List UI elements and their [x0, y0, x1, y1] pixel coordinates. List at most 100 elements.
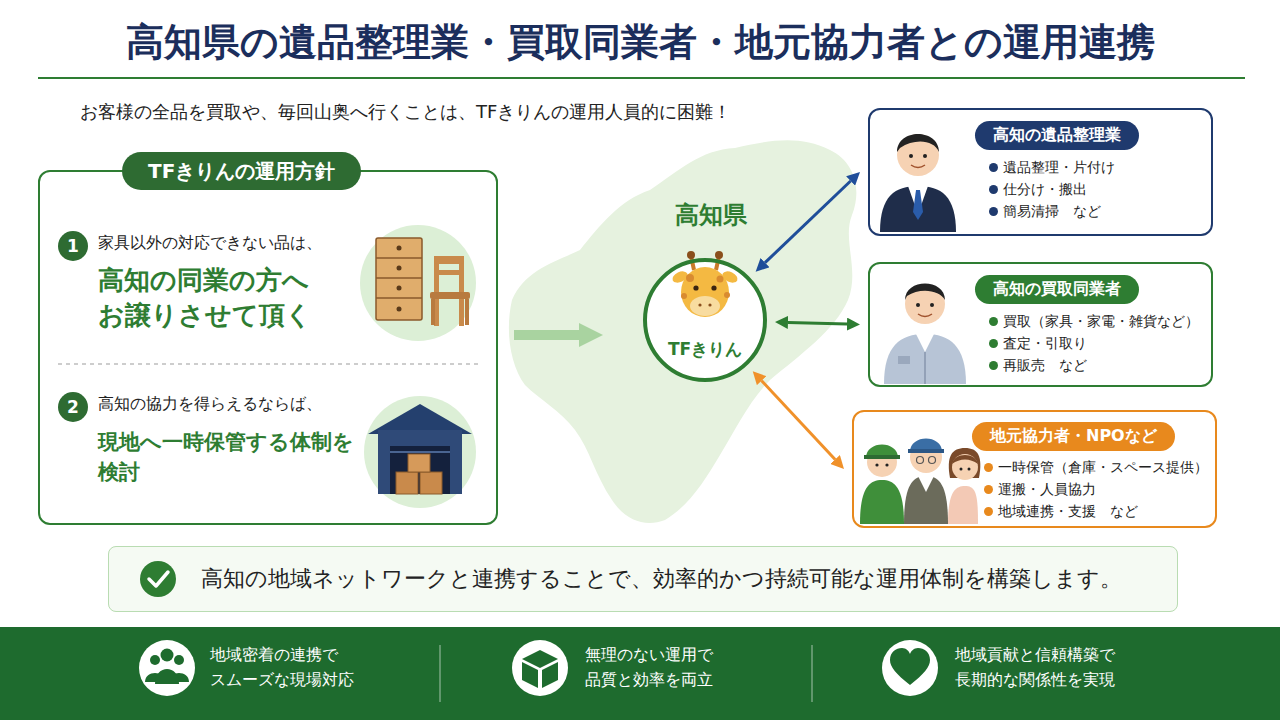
person-suit — [880, 134, 956, 232]
furniture-illustration — [360, 225, 476, 341]
local-helpers — [952, 455, 978, 464]
local-helpers — [860, 480, 904, 524]
connector-arrow — [762, 381, 836, 460]
footer-dividers — [440, 645, 441, 702]
giraffe-icon — [717, 276, 724, 283]
local-helpers — [918, 476, 934, 492]
local-helpers — [885, 463, 888, 466]
benefit-text: 地域貢献と信頼構築で 長期的な関係性を実現 — [955, 643, 1195, 693]
box-heading: 高知の買取同業者 — [975, 275, 1139, 304]
warehouse-illustration — [390, 446, 450, 494]
item-lead: 高知の協力を得らえるならば、 — [98, 394, 322, 415]
partner-box: 地元協力者・NPOなど一時保管（倉庫・スペース提供）運搬・人員協力地域連携・支援… — [852, 410, 1217, 528]
box-heading: 地元協力者・NPOなど — [972, 422, 1175, 451]
bullet-item: 簡易清掃 など — [987, 202, 1101, 220]
bullet-item: 査定・引取り — [987, 334, 1087, 352]
note-fill — [108, 546, 1178, 612]
giraffe-icon — [708, 303, 711, 306]
bullet-item: 再販売 など — [987, 356, 1087, 374]
heart-icon — [882, 640, 938, 696]
local-helpers — [948, 486, 978, 524]
giraffe-icon — [686, 274, 694, 282]
partner-box: 高知の遺品整理業遺品整理・片付け仕分け・搬出簡易清掃 など — [868, 108, 1213, 236]
person-suit — [909, 154, 913, 158]
giraffe-icon — [687, 251, 695, 259]
people-icon — [155, 669, 179, 684]
warehouse-illustration — [378, 430, 462, 494]
person-worker — [916, 303, 920, 307]
furniture-illustration — [434, 270, 464, 275]
furniture-illustration — [459, 256, 464, 326]
people-icon — [150, 655, 160, 665]
bullet-item: 買取（家具・家電・雑貨など） — [987, 312, 1199, 330]
benefit-item: 地域密着の連携で スムーズな現場対応 — [210, 643, 443, 703]
person-worker — [905, 284, 945, 324]
giraffe-icon — [711, 285, 716, 290]
policy-item: 2高知の協力を得らえるならば、現地へ一時保管する体制を 検討 — [54, 377, 396, 517]
furniture-illustration — [434, 256, 464, 264]
furniture-illustration — [376, 257, 422, 259]
warehouse-illustration — [364, 396, 476, 508]
people-icon — [139, 640, 195, 696]
partner-box: 高知の買取同業者買取（家具・家電・雑貨など） 査定・引取り再販売 など — [868, 262, 1213, 387]
hub-circle: TFきりん — [643, 258, 767, 382]
bullet-item: 運搬・人員協力 — [982, 480, 1096, 498]
local-helpers — [929, 457, 936, 464]
person-worker — [884, 334, 966, 384]
people-icon — [139, 640, 195, 696]
hub-circle-fill — [645, 260, 765, 380]
local-helpers — [864, 455, 900, 459]
note-fill — [108, 546, 1178, 612]
warehouse-illustration — [396, 472, 418, 494]
callout-number: 1 — [58, 231, 88, 261]
warehouse-illustration — [368, 404, 472, 434]
person-suit — [897, 134, 939, 152]
person-worker — [898, 356, 910, 364]
furniture-illustration — [376, 277, 422, 279]
person-worker — [916, 334, 934, 352]
local-helpers — [904, 476, 948, 524]
furniture-illustration — [465, 299, 469, 325]
separator — [58, 363, 478, 365]
person-suit — [911, 165, 925, 168]
giraffe-icon — [698, 303, 701, 306]
check-icon — [149, 572, 168, 586]
map-region: TFきりん高知県 — [605, 140, 935, 530]
people-icon — [174, 655, 184, 665]
connector-arrow — [765, 181, 851, 263]
benefit-item: 無理のない運用で 品質と効率を両立 — [585, 643, 813, 703]
person-suit — [913, 190, 923, 220]
separator — [58, 364, 478, 365]
footer-band — [0, 627, 1280, 720]
box-icon — [512, 640, 568, 696]
giraffe-icon — [715, 251, 723, 259]
diagram-title: 高知県の遺品整理業・買取同業者・地元協力者との運用連携 — [0, 18, 1280, 67]
local-helpers — [917, 457, 924, 464]
furniture-illustration — [397, 246, 402, 251]
policy-item: 1家具以外の対応できない品は、高知の同業の方へ お譲りさせて頂く — [54, 217, 374, 357]
warehouse-illustration — [390, 451, 450, 453]
local-helpers — [908, 449, 944, 453]
footer-band: 地域密着の連携で スムーズな現場対応 無理のない運用で 品質と効率を両立 地域貢献と… — [0, 627, 1280, 720]
local-helpers — [960, 468, 963, 471]
bullet-item: 遺品整理・片付け — [987, 158, 1115, 176]
furniture-illustration — [397, 307, 402, 312]
benefit-text: 地域密着の連携で スムーズな現場対応 — [210, 643, 435, 693]
person-worker — [884, 284, 966, 385]
connector-arrow — [514, 330, 579, 340]
giraffe-icon — [690, 296, 720, 316]
warehouse-illustration — [364, 396, 476, 508]
subtitle-note: お客様の全品を買取や、毎回山奥へ行くことは、TFきりんの運用人員的に困難！ — [80, 100, 731, 123]
giraffe-icon — [693, 285, 698, 290]
local-helpers — [875, 463, 878, 466]
people-icon — [161, 649, 174, 662]
bullet-item: 地域連携・支援 など — [982, 502, 1138, 520]
warehouse-illustration — [408, 454, 430, 472]
box-heading: 高知の遺品整理業 — [975, 121, 1139, 150]
person-suit — [923, 154, 927, 158]
title-rule — [38, 77, 1245, 79]
local-helpers — [860, 439, 980, 525]
item-lead: 家具以外の対応できない品は、 — [98, 233, 322, 254]
kochi-map — [509, 140, 857, 523]
